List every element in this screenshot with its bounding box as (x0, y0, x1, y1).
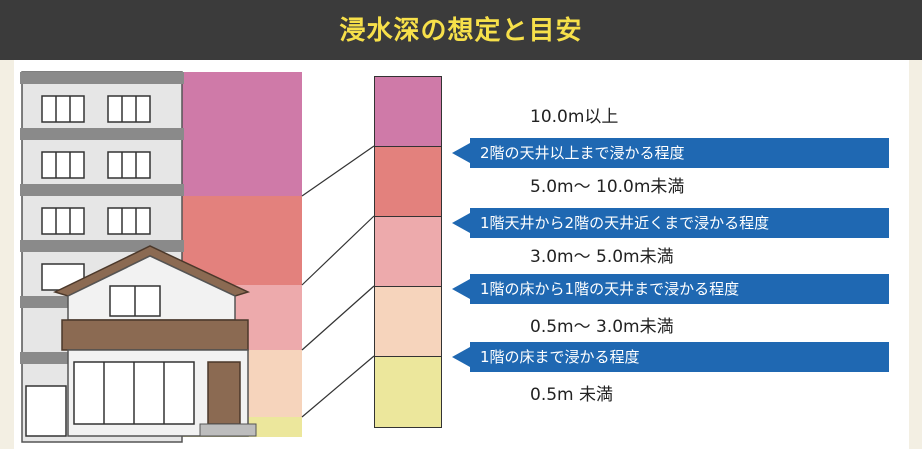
arrow-left-icon (452, 213, 470, 233)
scale-segment-2 (374, 146, 442, 217)
house-door (207, 361, 241, 425)
water-band-1 (180, 72, 302, 196)
range-label: 0.5m 未満 (530, 385, 613, 405)
description-bar: 1階天井から2階の天井近くまで浸かる程度 (470, 208, 889, 238)
description-bar: 1階の床から1階の天井まで浸かる程度 (470, 274, 889, 304)
description-bar: 1階の床まで浸かる程度 (470, 342, 889, 372)
range-label: 10.0m以上 (530, 107, 619, 127)
scale-segment-5 (374, 356, 442, 428)
page-title: 浸水深の想定と目安 (339, 16, 583, 46)
scale-segment-3 (374, 216, 442, 287)
header-bar (0, 0, 922, 60)
left-margin (0, 60, 14, 449)
scale-segment-4 (374, 286, 442, 357)
arrow-left-icon (452, 143, 470, 163)
scale-segment-1 (374, 76, 442, 147)
range-label: 5.0m～ 10.0m未満 (530, 177, 685, 197)
arrow-left-icon (452, 279, 470, 299)
right-margin (909, 60, 922, 449)
description-bar: 2階の天井以上まで浸かる程度 (470, 138, 889, 168)
range-label: 0.5m～ 3.0m未満 (530, 317, 674, 337)
arrow-left-icon (452, 347, 470, 367)
range-label: 3.0m～ 5.0m未満 (530, 247, 674, 267)
